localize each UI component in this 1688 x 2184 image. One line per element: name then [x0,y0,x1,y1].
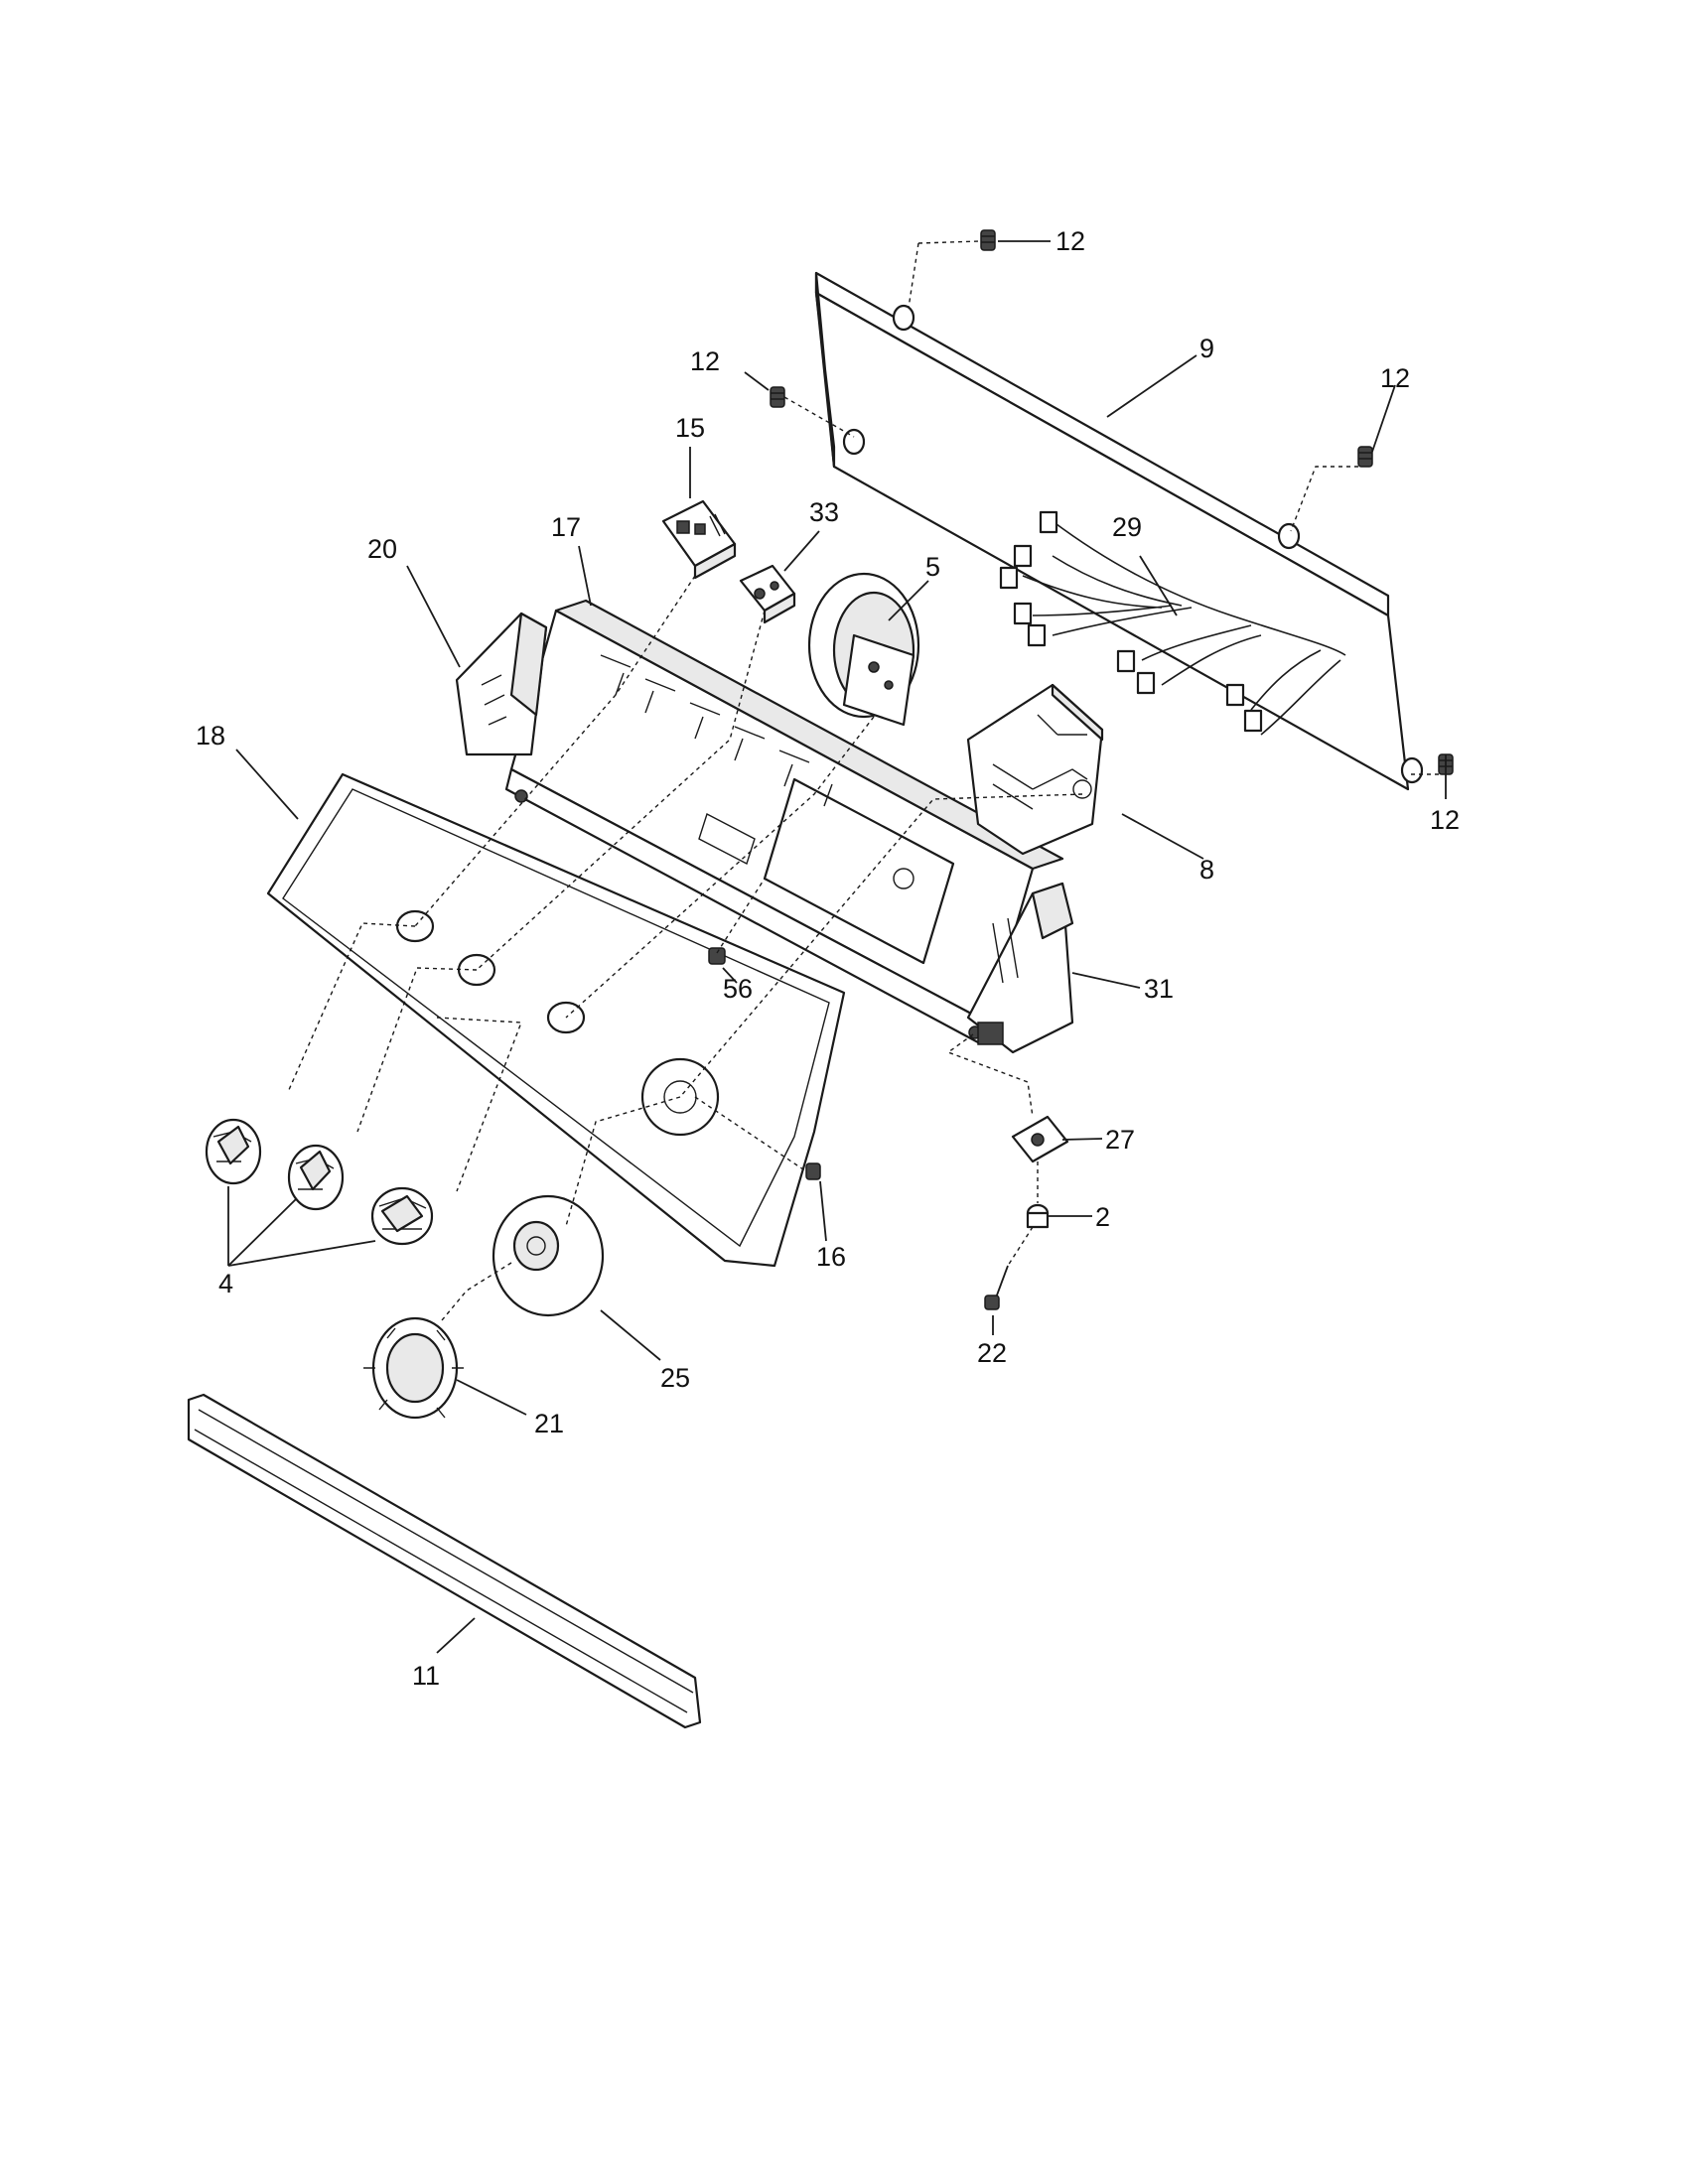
timer-part-8 [966,683,1104,856]
callout-4: 4 [218,1269,233,1298]
screw-part-22 [984,1265,1009,1310]
callout-labels: 12 12 12 12 9 15 33 17 20 5 29 18 8 56 3… [196,226,1460,1691]
callout-31: 31 [1144,974,1174,1004]
screw-part-16 [805,1162,821,1180]
callout-12-left: 12 [690,346,720,376]
knob-part-4-b [287,1144,345,1211]
callout-15: 15 [675,413,705,443]
dial-knob-part-21 [363,1316,464,1420]
callout-25: 25 [660,1363,690,1393]
callout-8: 8 [1199,855,1214,885]
screw-part-12-top [980,229,996,251]
callout-20: 20 [367,534,397,564]
alignment-dashed-lines [287,240,1439,1321]
callout-leader-lines [227,240,1447,1654]
callout-11: 11 [412,1661,440,1691]
callout-2: 2 [1095,1202,1110,1232]
screw-part-12-left [770,386,785,408]
callout-18: 18 [196,721,225,751]
bracket-part-27 [1011,1115,1069,1163]
right-endcap-part-31 [966,882,1074,1054]
callout-33: 33 [809,497,839,527]
rear-panel-part-9 [814,271,1424,791]
switch-part-33 [739,564,796,624]
screw-part-12-right [1357,446,1373,468]
callout-22: 22 [977,1338,1007,1368]
callout-27: 27 [1105,1125,1135,1155]
knob-part-4-a [205,1118,262,1185]
screw-part-56 [708,947,726,965]
callout-17: 17 [551,512,581,542]
left-endcap-part-20 [455,612,548,756]
callout-5: 5 [925,552,940,582]
callout-12-bottom: 12 [1430,805,1460,835]
switch-part-15 [661,499,737,580]
spacer-part-2 [1026,1203,1050,1229]
trim-strip-part-11 [187,1393,702,1729]
callout-12-right: 12 [1380,363,1410,393]
callout-29: 29 [1112,512,1142,542]
callout-12-top: 12 [1055,226,1085,256]
knob-part-4-c [370,1186,434,1246]
callout-16: 16 [816,1242,846,1272]
callout-56: 56 [723,974,753,1004]
callout-21: 21 [534,1409,564,1438]
pressure-switch-part-5 [807,572,920,727]
dial-skirt-part-25 [492,1194,605,1317]
callout-9: 9 [1199,334,1214,363]
wire-harness-part-29 [999,510,1346,736]
